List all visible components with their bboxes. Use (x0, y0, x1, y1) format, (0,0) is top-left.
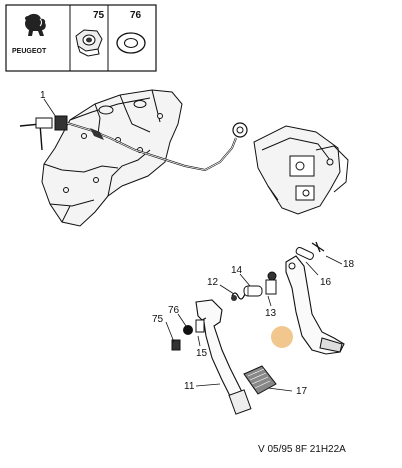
nut-icon (75, 29, 103, 57)
callout-14: 14 (231, 265, 243, 276)
pedal-bracket (253, 125, 349, 215)
brand-label: PEUGEOT (12, 48, 47, 55)
callout-15: 15 (196, 348, 208, 359)
callout-11: 11 (184, 381, 195, 392)
pin-13 (265, 271, 277, 295)
callout-12: 12 (207, 277, 219, 288)
brake-pedal-left (195, 299, 252, 415)
spacer-15 (195, 319, 205, 333)
pivot-bushing-16 (295, 246, 314, 260)
callout-17: 17 (296, 386, 308, 397)
peugeot-logo (24, 13, 46, 37)
callout-76: 76 (168, 305, 180, 316)
callout-13: 13 (265, 308, 277, 319)
pedal-pad-17 (243, 365, 277, 395)
clutch-pedal-right (285, 255, 345, 355)
washer-icon (116, 32, 146, 54)
reference-code: V 05/95 8F 21H22A (258, 444, 346, 455)
callout-75: 75 (152, 314, 164, 325)
highlight-marker (271, 326, 293, 348)
nut-75 (171, 339, 181, 351)
callout-18: 18 (343, 259, 355, 270)
bushing-14 (243, 285, 263, 297)
callout-1: 1 (40, 90, 46, 101)
callout-16: 16 (320, 277, 332, 288)
gearbox-housing (41, 89, 183, 227)
header-box: PEUGEOT 75 76 (5, 4, 157, 72)
part-number-75: 75 (93, 10, 105, 21)
part-number-76: 76 (130, 10, 142, 21)
clutch-cable (19, 98, 248, 172)
washer-76 (183, 325, 193, 335)
pivot-pin-18 (311, 241, 325, 253)
